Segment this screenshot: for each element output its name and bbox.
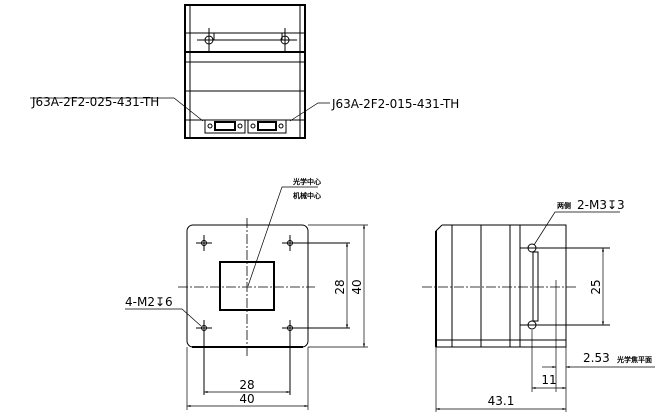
front-hole-spec: 4-M2↧6 bbox=[125, 295, 173, 309]
dim-hole-horizontal: 28 bbox=[239, 378, 254, 392]
dim-length: 43.1 bbox=[488, 394, 515, 408]
hole-icon bbox=[196, 320, 212, 395]
connector-left-label: J63A-2F2-025-431-TH bbox=[31, 95, 159, 109]
focal-plane-label: 光学焦平面 bbox=[616, 355, 652, 364]
hole-icon bbox=[282, 235, 350, 251]
dim-body-horizontal: 40 bbox=[239, 392, 254, 406]
side-view: 25 11 43.1 2.53 光学焦平面 两侧 2-M3↧3 bbox=[422, 198, 655, 412]
connector-left-icon bbox=[204, 119, 246, 134]
hole-icon bbox=[196, 235, 212, 251]
side-hole-spec: 2-M3↧3 bbox=[577, 198, 625, 212]
optical-center-label: 光学中心 bbox=[292, 177, 321, 186]
dim-mount: 11 bbox=[541, 373, 556, 387]
mounting-hole-icon bbox=[197, 28, 221, 52]
dim-hole-vertical: 28 bbox=[333, 279, 347, 294]
mounting-hole-icon bbox=[273, 28, 297, 52]
connector-right-label: J63A-2F2-015-431-TH bbox=[331, 97, 459, 111]
mechanical-center-label: 机械中心 bbox=[293, 191, 321, 200]
dim-focal: 2.53 bbox=[583, 351, 610, 365]
hole-icon bbox=[282, 320, 350, 395]
both-sides-label: 两侧 bbox=[557, 201, 571, 210]
top-view: J63A-2F2-025-431-TH J63A-2F2-015-431-TH bbox=[30, 4, 459, 139]
connector-right-icon bbox=[247, 119, 287, 134]
dim-body-vertical: 40 bbox=[350, 279, 364, 294]
dim-hole-spacing: 25 bbox=[589, 279, 603, 294]
hole-icon bbox=[527, 320, 537, 330]
hole-icon bbox=[527, 243, 537, 253]
front-view: 28 40 28 40 光学中心 机械中心 4-M2↧6 bbox=[125, 177, 368, 410]
